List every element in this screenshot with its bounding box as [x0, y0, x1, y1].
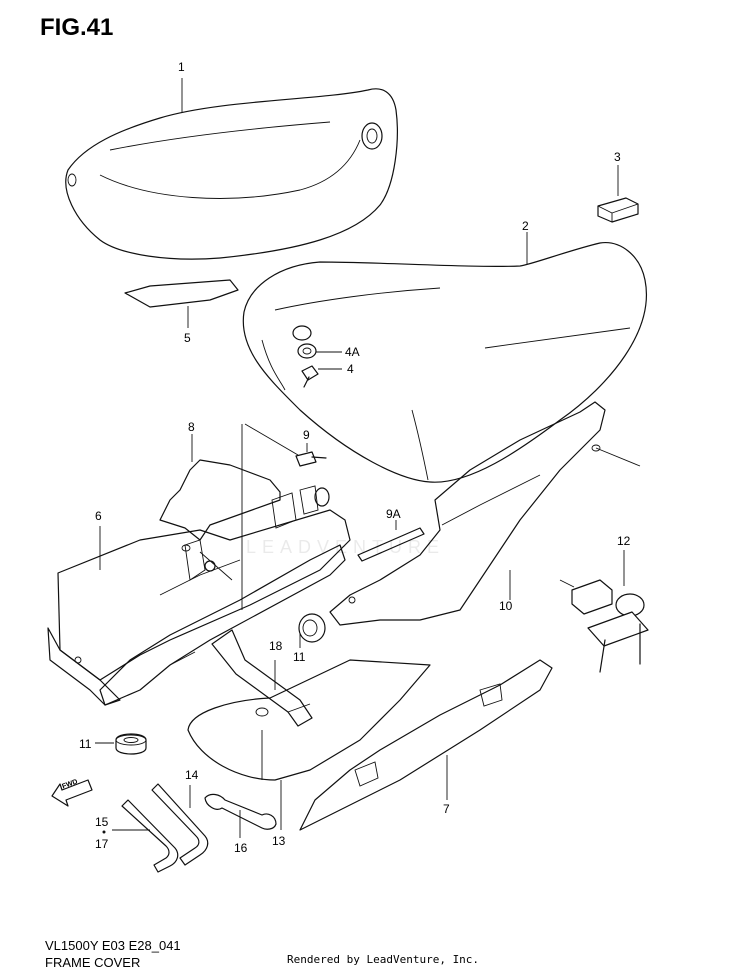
part-15-hex-wrench[interactable] — [102, 799, 179, 873]
callout-14[interactable]: 14 — [185, 768, 199, 782]
part-18-strap[interactable] — [211, 629, 313, 727]
part-13-tool-bag[interactable] — [187, 659, 431, 830]
callout-5[interactable]: 5 — [184, 331, 191, 345]
callout-16[interactable]: 16 — [234, 841, 248, 855]
watermark: LEADVENTURE — [246, 537, 446, 557]
callout-8[interactable]: 8 — [188, 420, 195, 434]
part-14-hex-wrench[interactable] — [151, 783, 209, 866]
part-4-screw[interactable] — [301, 365, 342, 388]
part-5-cushion[interactable] — [124, 279, 239, 328]
part-16-spanner[interactable] — [204, 793, 277, 838]
figure-name: FRAME COVER — [45, 955, 141, 970]
callout-4[interactable]: 4 — [347, 362, 354, 376]
callout-11-lower[interactable]: 11 — [79, 737, 92, 751]
callout-10[interactable]: 10 — [499, 599, 513, 613]
fwd-arrow-icon — [51, 779, 93, 807]
callout-4a[interactable]: 4A — [345, 345, 360, 359]
callout-13[interactable]: 13 — [272, 834, 286, 848]
callout-3[interactable]: 3 — [614, 150, 621, 164]
callout-9[interactable]: 9 — [303, 428, 310, 442]
part-2-right-frame-cover[interactable] — [242, 232, 647, 483]
part-10-side-panel[interactable] — [329, 401, 641, 626]
part-9a-rod[interactable] — [357, 520, 425, 562]
callout-11-upper[interactable]: 11 — [293, 650, 306, 664]
part-11-grommet-upper[interactable] — [298, 613, 326, 648]
callout-18[interactable]: 18 — [269, 639, 283, 653]
part-6-lower-plate[interactable] — [74, 544, 346, 706]
part-12-lock-set[interactable] — [559, 550, 649, 673]
figure-title: FIG.41 — [40, 14, 114, 41]
callout-7[interactable]: 7 — [443, 802, 450, 816]
part-1-left-frame-cover[interactable] — [65, 78, 398, 260]
part-9-bolt[interactable] — [241, 423, 327, 610]
model-code: VL1500Y E03 E28_041 — [45, 938, 181, 953]
callout-12[interactable]: 12 — [617, 534, 631, 548]
part-4a-washer[interactable] — [292, 325, 342, 359]
part-6-tool-tray[interactable] — [47, 509, 351, 706]
callout-17[interactable]: 17 — [95, 837, 109, 851]
callout-15[interactable]: 15 — [95, 815, 109, 829]
part-7-rail-cover[interactable] — [299, 659, 553, 831]
callout-2[interactable]: 2 — [522, 219, 529, 233]
rendered-by-credit: Rendered by LeadVenture, Inc. — [287, 953, 480, 966]
callout-9a[interactable]: 9A — [386, 507, 401, 521]
callout-6[interactable]: 6 — [95, 509, 102, 523]
part-3-cushion-block[interactable] — [597, 165, 639, 223]
part-8-bracket[interactable] — [159, 434, 330, 541]
callout-1[interactable]: 1 — [178, 60, 185, 74]
part-11-grommet-lower[interactable] — [95, 733, 147, 755]
